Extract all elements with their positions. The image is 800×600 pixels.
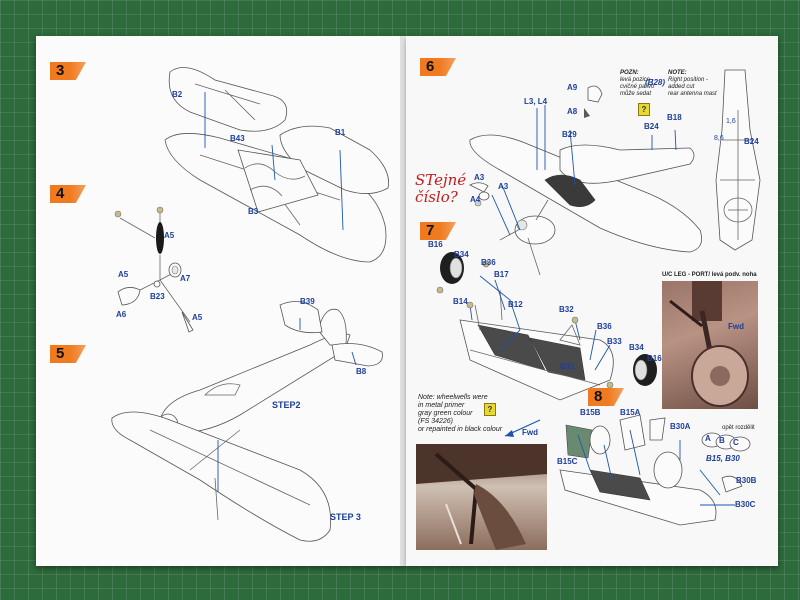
part-label-a8: A8: [567, 107, 578, 116]
part-label-b15c: B15C: [557, 457, 578, 466]
right-note-line-1: Right position -: [668, 77, 709, 83]
part-label-a4: A4: [470, 195, 481, 204]
part-label-b29: B29: [562, 130, 577, 139]
part-label-c-inset: C: [733, 438, 739, 447]
paint-warning-icon: ?: [484, 403, 496, 416]
part-label-b-inset: B: [719, 436, 725, 445]
part-label-b15-b30: B15, B30: [706, 454, 740, 463]
part-label-b36-mid: B36: [597, 322, 612, 331]
step2-label: STEP2: [272, 400, 301, 410]
part-label-b39: B39: [300, 297, 315, 306]
wheelwell-line-5: or repainted in black colour: [418, 426, 503, 433]
part-label-b24-side: B24: [744, 137, 759, 146]
step-4-tag: [50, 185, 86, 203]
uc-leg-photo-detail: [669, 281, 749, 407]
step3-label: STEP 3: [330, 512, 361, 522]
step-8-number: 8: [594, 388, 603, 405]
handwritten-line-2: číslo?: [415, 188, 458, 206]
step-6-tag: [420, 58, 456, 76]
part-label-b36-top: B36: [481, 258, 496, 267]
dimension-8-6: 8,6: [714, 135, 724, 142]
part-label-b15a: B15A: [620, 408, 641, 417]
part-label-b1: B1: [335, 128, 346, 137]
part-label-b16-mid: B16: [647, 354, 662, 363]
fwd-label-photo: Fwd: [728, 322, 744, 331]
part-label-a9: A9: [567, 83, 578, 92]
part-label-b32: B32: [559, 305, 574, 314]
step-6-number: 6: [426, 58, 435, 75]
right-note-title: NOTE:: [668, 70, 687, 76]
step-3-tag: [50, 62, 86, 80]
uc-leg-caption: U/C LEG - PORT/ levá podv. noha: [662, 272, 757, 278]
right-note-line-3: rear antenna mast: [668, 91, 717, 97]
wheelwell-line-1: Note: wheelwells were: [418, 394, 488, 401]
part-label-a5-top: A5: [164, 231, 175, 240]
pozn-line-1: levá pozice -: [620, 77, 654, 83]
part-label-b33: B33: [607, 337, 622, 346]
pozn-note: POZN: levá pozice - cvičné palivo může s…: [620, 70, 654, 98]
part-label-b15b: B15B: [580, 408, 601, 417]
paint-note-icon: ?: [638, 103, 650, 116]
part-label-a5-left: A5: [118, 270, 129, 279]
step-7-number: 7: [426, 222, 435, 239]
right-note: NOTE: Right position - added cut rear an…: [668, 70, 717, 98]
step-4-number: 4: [56, 185, 65, 202]
wheelwell-line-2: in metal primer: [418, 402, 465, 409]
pozn-line-3: může sedat: [620, 91, 652, 97]
wheel-bay-photo: [416, 444, 547, 550]
wheel-bay-photo-detail: [416, 444, 547, 550]
part-label-b34-top: B34: [454, 250, 469, 259]
step-8-tag: [588, 388, 624, 406]
handwritten-note: STejné číslo?: [415, 172, 466, 206]
part-label-b43: B43: [230, 134, 245, 143]
wheelwell-note: Note: wheelwells were in metal primer gr…: [418, 394, 502, 434]
part-label-b16-top: B16: [428, 240, 443, 249]
part-label-b3: B3: [248, 207, 259, 216]
part-label-b14: B14: [453, 297, 468, 306]
part-label-b24: B24: [644, 122, 659, 131]
part-label-b18: B18: [667, 113, 682, 122]
right-note-line-2: added cut: [668, 84, 695, 90]
step-5-number: 5: [56, 345, 65, 362]
part-label-a3-mid: A3: [498, 182, 509, 191]
part-label-a6: A6: [116, 310, 127, 319]
part-label-b34-mid: B34: [629, 343, 644, 352]
part-label-b30b: B30B: [736, 476, 757, 485]
uc-leg-photo: [662, 281, 758, 409]
part-label-b8: B8: [356, 367, 367, 376]
dimension-1-6: 1,6: [726, 118, 736, 125]
step-5-tag: [50, 345, 86, 363]
handwritten-line-1: STejné: [415, 171, 467, 189]
part-label-b31: B31: [560, 362, 575, 371]
part-label-a3-top: A3: [474, 173, 485, 182]
pozn-title: POZN:: [620, 70, 639, 76]
part-label-b30a: B30A: [670, 422, 691, 431]
pozn-ref: (B28): [645, 78, 666, 87]
part-label-b23: B23: [150, 292, 165, 301]
part-label-b12: B12: [508, 300, 523, 309]
wheelwell-line-3: gray green colour: [418, 410, 473, 417]
small-note: opět rozdělit: [722, 425, 755, 431]
part-label-b30c: B30C: [735, 500, 756, 509]
wheelwell-line-4: (FS 34226): [418, 418, 454, 425]
part-label-a-inset: A: [705, 434, 711, 443]
step-3-number: 3: [56, 62, 65, 79]
part-label-l3-l4: L3, L4: [524, 97, 548, 106]
part-label-a5-bottom: A5: [192, 313, 203, 322]
part-label-a7: A7: [180, 274, 191, 283]
part-label-b2: B2: [172, 90, 183, 99]
step-7-tag: [420, 222, 456, 240]
part-label-b17: B17: [494, 270, 509, 279]
pozn-line-2: cvičné palivo: [620, 84, 655, 90]
fwd-label-diagram: Fwd: [522, 428, 538, 437]
